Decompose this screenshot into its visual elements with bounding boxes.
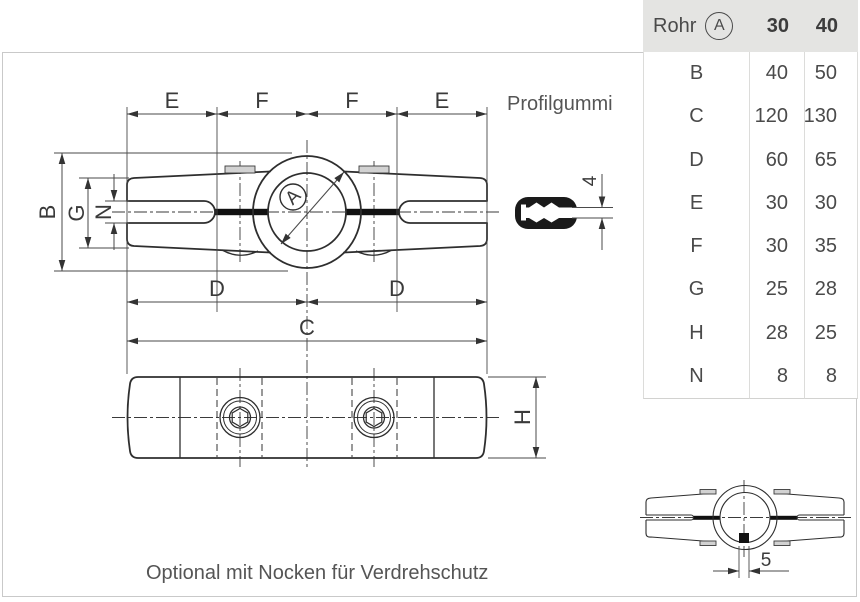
rubber-tab-right: [358, 165, 390, 174]
row-dim-label: C: [643, 95, 750, 140]
row-value-30: 28: [750, 311, 805, 356]
screw-right: [353, 396, 395, 439]
table-row: B 40 50: [643, 52, 858, 97]
boss-outline: [252, 155, 362, 269]
table-row: D 60 65: [643, 138, 858, 183]
row-value-40: 50: [805, 52, 858, 97]
rubber-band-right: [346, 208, 399, 216]
dim-label-D1: D: [209, 276, 225, 301]
table-row: C 120 130: [643, 95, 858, 140]
table-row: G 25 28: [643, 268, 858, 313]
nocken-cam: [739, 533, 749, 543]
dim-label-N: N: [91, 204, 116, 220]
row-value-30: 120: [750, 95, 805, 140]
table-row: H 28 25: [643, 311, 858, 356]
row-value-40: 35: [805, 225, 858, 270]
option-caption: Optional mit Nocken für Verdrehschutz: [146, 562, 489, 584]
row-dim-label: H: [643, 311, 750, 356]
row-value-30: 25: [750, 268, 805, 313]
dim-label-H: H: [510, 409, 535, 425]
dim-label-B: B: [35, 205, 60, 220]
row-dim-label: N: [643, 354, 750, 399]
row-value-30: 8: [750, 354, 805, 399]
diameter-ref-letter: A: [714, 17, 725, 34]
screw-left: [219, 396, 261, 439]
clamp-side-view: [126, 376, 488, 459]
rubber-band-left: [215, 208, 268, 216]
row-value-40: 8: [805, 354, 858, 399]
row-value-30: 30: [750, 181, 805, 226]
row-dim-label: G: [643, 268, 750, 313]
table-row: E 30 30: [643, 181, 858, 226]
rubber-tab-left: [224, 165, 256, 174]
row-dim-label: D: [643, 138, 750, 183]
table-header: Rohr A 30 40: [643, 0, 858, 52]
row-value-30: 40: [750, 52, 805, 97]
row-value-40: 130: [804, 95, 858, 140]
bore-diameter-arrow: [280, 171, 345, 245]
dim-label-E1: E: [165, 88, 180, 113]
dim-label-C: C: [299, 315, 315, 340]
profilgummi-label: Profilgummi: [507, 93, 613, 115]
table-row: F 30 35: [643, 225, 858, 270]
diameter-ref-badge: A: [705, 12, 734, 40]
table-row: N 8 8: [643, 354, 858, 399]
row-value-40: 25: [805, 311, 858, 356]
row-value-40: 30: [805, 181, 858, 226]
row-value-30: 60: [750, 138, 805, 183]
dim-label-D2: D: [389, 276, 405, 301]
row-value-40: 28: [805, 268, 858, 313]
dim-label-5: 5: [761, 550, 772, 571]
row-value-30: 30: [750, 225, 805, 270]
dim-label-F1: F: [255, 88, 268, 113]
column-header-30: 30: [766, 14, 789, 37]
rubber-profile-detail: 4: [515, 174, 613, 250]
dim-label-E2: E: [435, 88, 450, 113]
ref-balloon-circle: [279, 183, 307, 211]
nocken-option-view: 5: [640, 480, 851, 578]
dim-label-G: G: [64, 204, 89, 221]
dim-label-F2: F: [345, 88, 358, 113]
rohr-label: Rohr: [653, 14, 697, 37]
row-dim-label: B: [643, 52, 750, 97]
centerlines: [112, 140, 502, 470]
dimension-table: Rohr A 30 40 B 40 50 C 120 130 D 60 65 E…: [643, 0, 858, 399]
row-dim-label: F: [643, 225, 750, 270]
dimensions: E F F E B G N D D C H: [35, 88, 540, 458]
column-header-40: 40: [815, 14, 838, 37]
row-dim-label: E: [643, 181, 750, 226]
dim-label-4: 4: [580, 175, 601, 186]
row-value-40: 65: [805, 138, 858, 183]
